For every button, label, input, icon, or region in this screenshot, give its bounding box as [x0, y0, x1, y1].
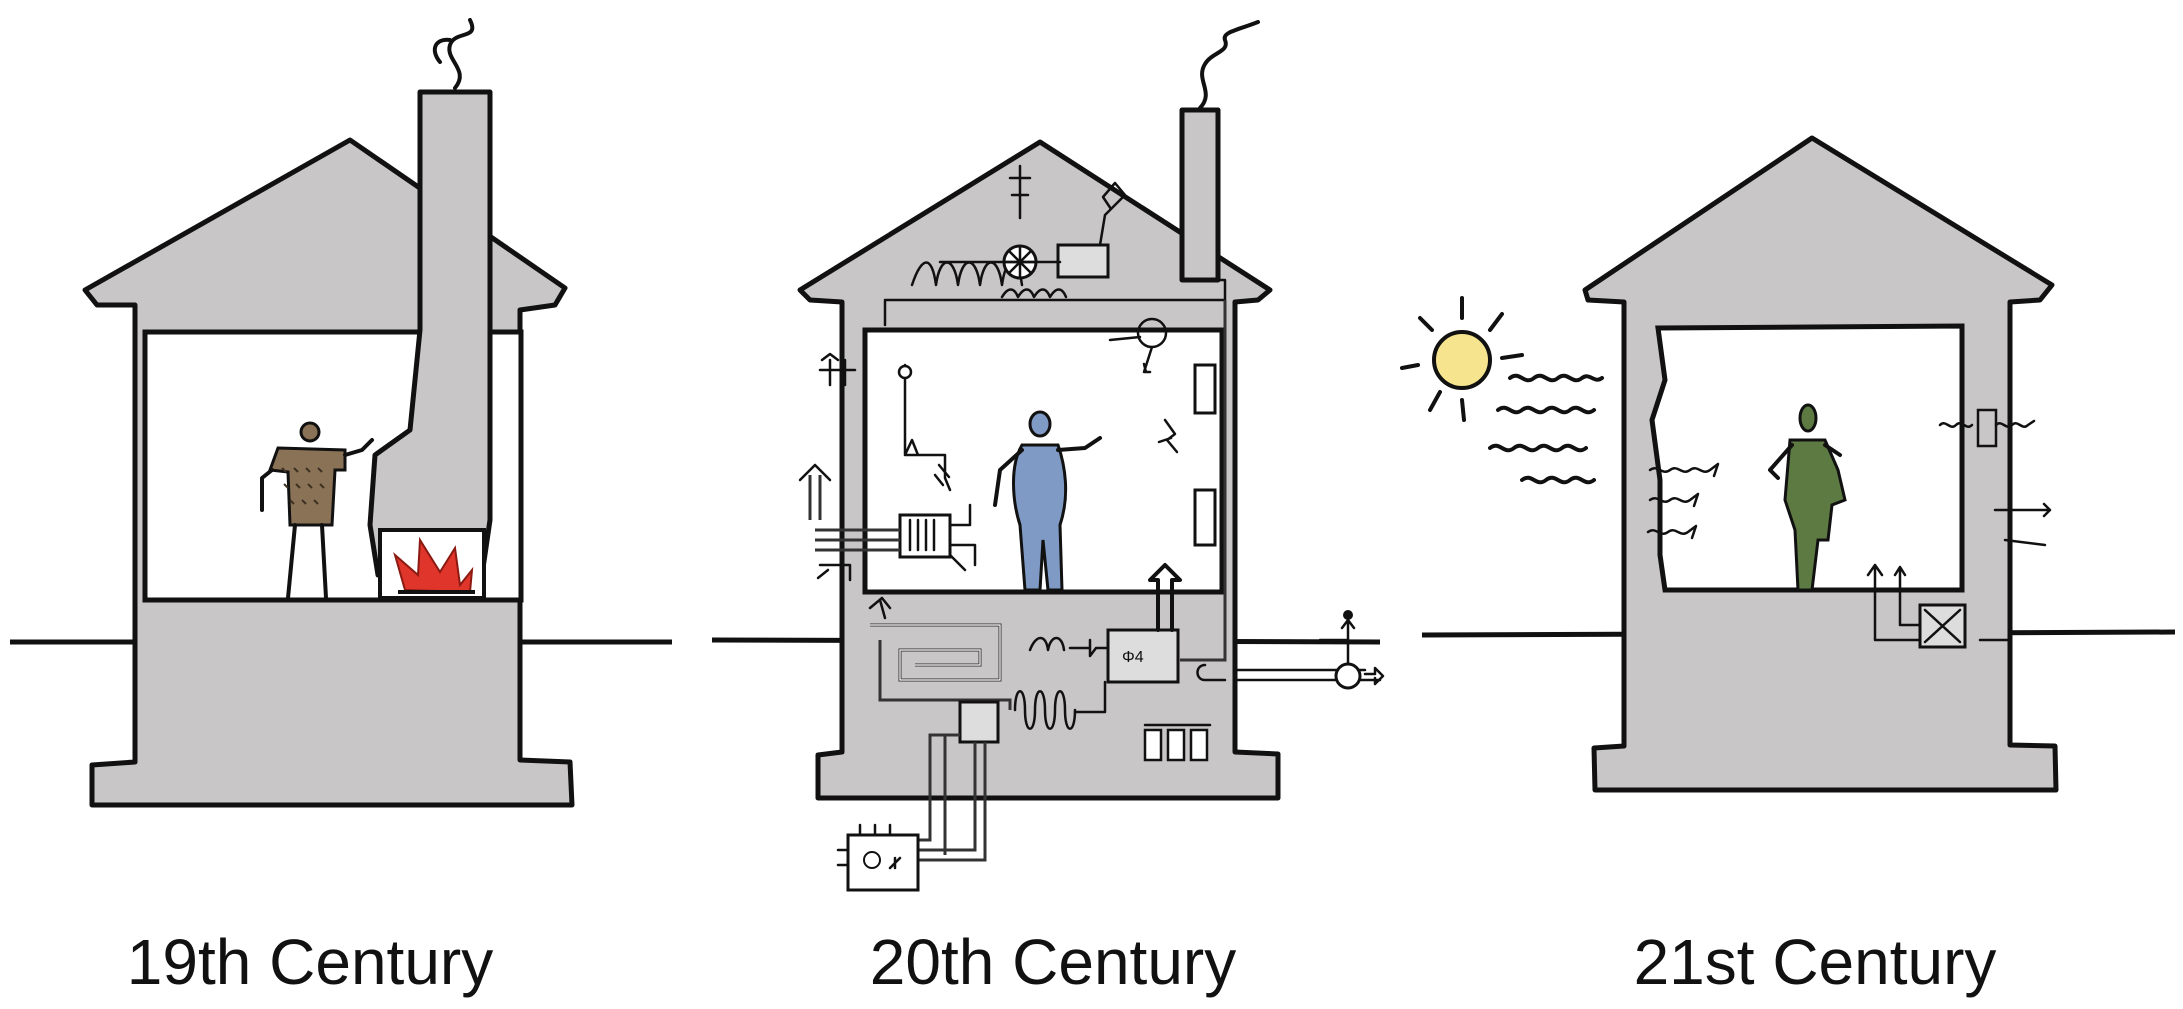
caption-20th-century: 20th Century — [793, 930, 1313, 994]
caption-19th-century: 19th Century — [50, 930, 570, 994]
caption-21st-century: 21st Century — [1555, 930, 2075, 994]
smoke-20 — [1200, 22, 1258, 108]
chimney-20 — [1182, 110, 1218, 280]
smoke-19 — [435, 20, 473, 88]
house-21st-century — [1402, 138, 2056, 790]
sun-icon — [1402, 298, 1522, 420]
svg-text:Φ4: Φ4 — [1122, 649, 1144, 666]
house-20th-century: Φ4 — [800, 22, 1383, 890]
house-19th-century — [85, 20, 572, 805]
